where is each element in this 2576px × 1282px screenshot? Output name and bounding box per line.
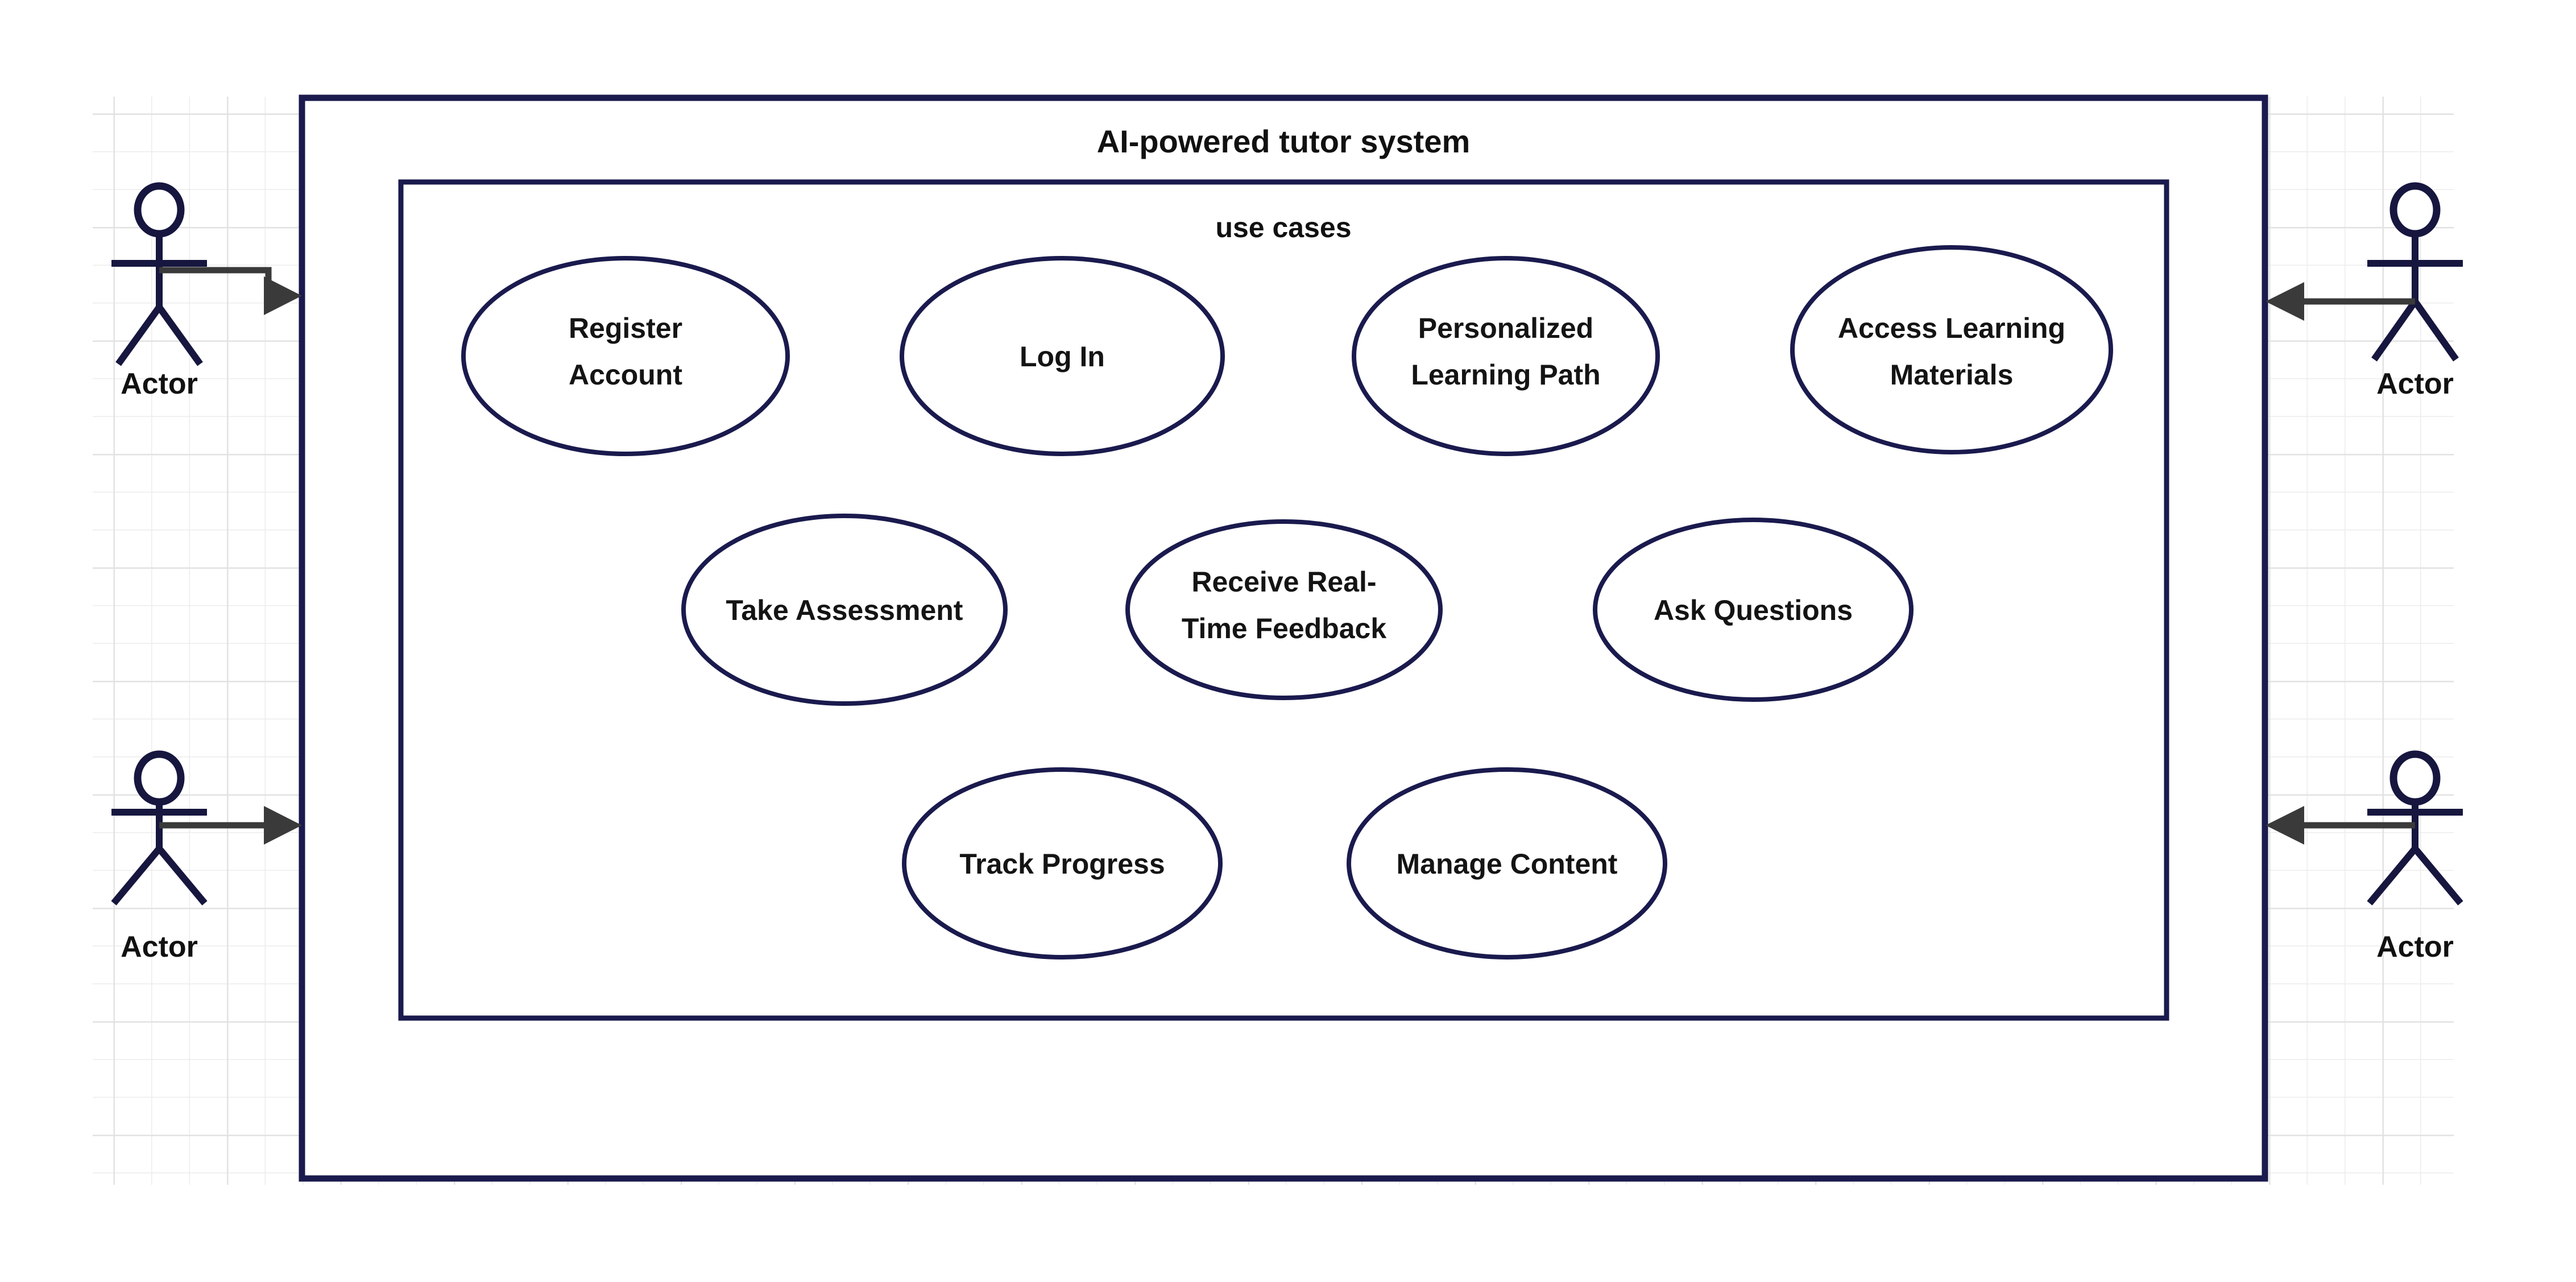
actor-leg-left-icon bbox=[2367, 846, 2418, 905]
actor-label: Actor bbox=[121, 931, 198, 963]
actor-leg-left-icon bbox=[2371, 299, 2418, 362]
actor-top-left[interactable]: Actor bbox=[111, 182, 207, 400]
use-case-label-line1: Personalized bbox=[1418, 312, 1593, 344]
use-case-manage-content[interactable]: Manage Content bbox=[1347, 767, 1667, 960]
actor-leg-left-icon bbox=[115, 305, 162, 366]
arrowhead-icon bbox=[2266, 282, 2304, 321]
use-cases-package-title: use cases bbox=[1215, 212, 1351, 243]
actor-head-icon bbox=[134, 750, 185, 806]
actor-label: Actor bbox=[2376, 931, 2454, 963]
arrowhead-icon bbox=[264, 276, 302, 315]
association-top-left[interactable] bbox=[159, 267, 302, 315]
actor-leg-right-icon bbox=[156, 846, 208, 905]
system-title: AI-powered tutor system bbox=[1097, 123, 1471, 159]
actor-bottom-right[interactable]: Actor bbox=[2367, 750, 2463, 963]
actor-icon bbox=[111, 182, 207, 366]
use-case-label-line1: Register bbox=[569, 312, 682, 344]
use-case-label-line1: Log In bbox=[1020, 341, 1105, 373]
actor-icon bbox=[2367, 750, 2463, 905]
use-case-label-line1: Receive Real- bbox=[1191, 566, 1376, 598]
use-case-ellipse[interactable] bbox=[1593, 518, 1914, 702]
use-case-label-line1: Track Progress bbox=[959, 848, 1165, 880]
use-case-ellipse[interactable] bbox=[1125, 519, 1443, 700]
use-case-label-line2: Materials bbox=[1890, 359, 2014, 391]
use-case-ellipse[interactable] bbox=[1347, 767, 1667, 960]
actor-head-icon bbox=[134, 182, 185, 238]
actor-label: Actor bbox=[2376, 367, 2454, 400]
use-case-ellipse[interactable] bbox=[902, 767, 1223, 960]
actor-bottom-left[interactable]: Actor bbox=[111, 750, 208, 963]
use-case-ellipse[interactable] bbox=[900, 256, 1225, 456]
arrowhead-icon bbox=[264, 806, 302, 845]
use-case-ask-questions[interactable]: Ask Questions bbox=[1593, 518, 1914, 702]
use-case-access-learning-materials[interactable]: Access Learning Materials bbox=[1790, 245, 2113, 454]
use-case-label-line2: Account bbox=[569, 359, 682, 391]
use-case-personalized-learning-path[interactable]: Personalized Learning Path bbox=[1352, 256, 1660, 456]
use-case-label-line2: Time Feedback bbox=[1182, 613, 1387, 644]
use-case-label-line1: Access Learning bbox=[1838, 312, 2065, 344]
use-case-log-in[interactable]: Log In bbox=[900, 256, 1225, 456]
actor-head-icon bbox=[2389, 182, 2441, 238]
association-bottom-right[interactable] bbox=[2266, 806, 2415, 845]
actor-leg-right-icon bbox=[2412, 846, 2463, 905]
actor-icon bbox=[111, 750, 208, 905]
use-case-label-line2: Learning Path bbox=[1411, 359, 1600, 391]
use-case-label-line1: Ask Questions bbox=[1654, 594, 1853, 626]
use-case-register-account[interactable]: Register Account bbox=[461, 256, 790, 456]
use-case-ellipse[interactable] bbox=[1790, 245, 2113, 454]
actor-leg-right-icon bbox=[2412, 299, 2459, 362]
actor-head-icon bbox=[2389, 750, 2441, 806]
use-case-receive-real-time-feedback[interactable]: Receive Real- Time Feedback bbox=[1125, 519, 1443, 700]
actor-label: Actor bbox=[121, 367, 198, 400]
use-case-take-assessment[interactable]: Take Assessment bbox=[681, 514, 1008, 706]
use-cases-package-rect[interactable] bbox=[398, 179, 2169, 1021]
association-top-right[interactable] bbox=[2266, 282, 2415, 321]
actor-leg-right-icon bbox=[156, 305, 203, 366]
use-case-track-progress[interactable]: Track Progress bbox=[902, 767, 1223, 960]
use-case-ellipse[interactable] bbox=[461, 256, 790, 456]
actor-top-right[interactable]: Actor bbox=[2367, 182, 2463, 400]
arrowhead-icon bbox=[2266, 806, 2304, 845]
use-case-label-line1: Manage Content bbox=[1397, 848, 1618, 880]
association-bottom-left[interactable] bbox=[159, 806, 302, 845]
use-case-ellipse[interactable] bbox=[681, 514, 1008, 706]
use-case-ellipse[interactable] bbox=[1352, 256, 1660, 456]
actor-leg-left-icon bbox=[111, 846, 162, 905]
actor-icon bbox=[2367, 182, 2463, 362]
use-case-label-line1: Take Assessment bbox=[726, 594, 963, 626]
